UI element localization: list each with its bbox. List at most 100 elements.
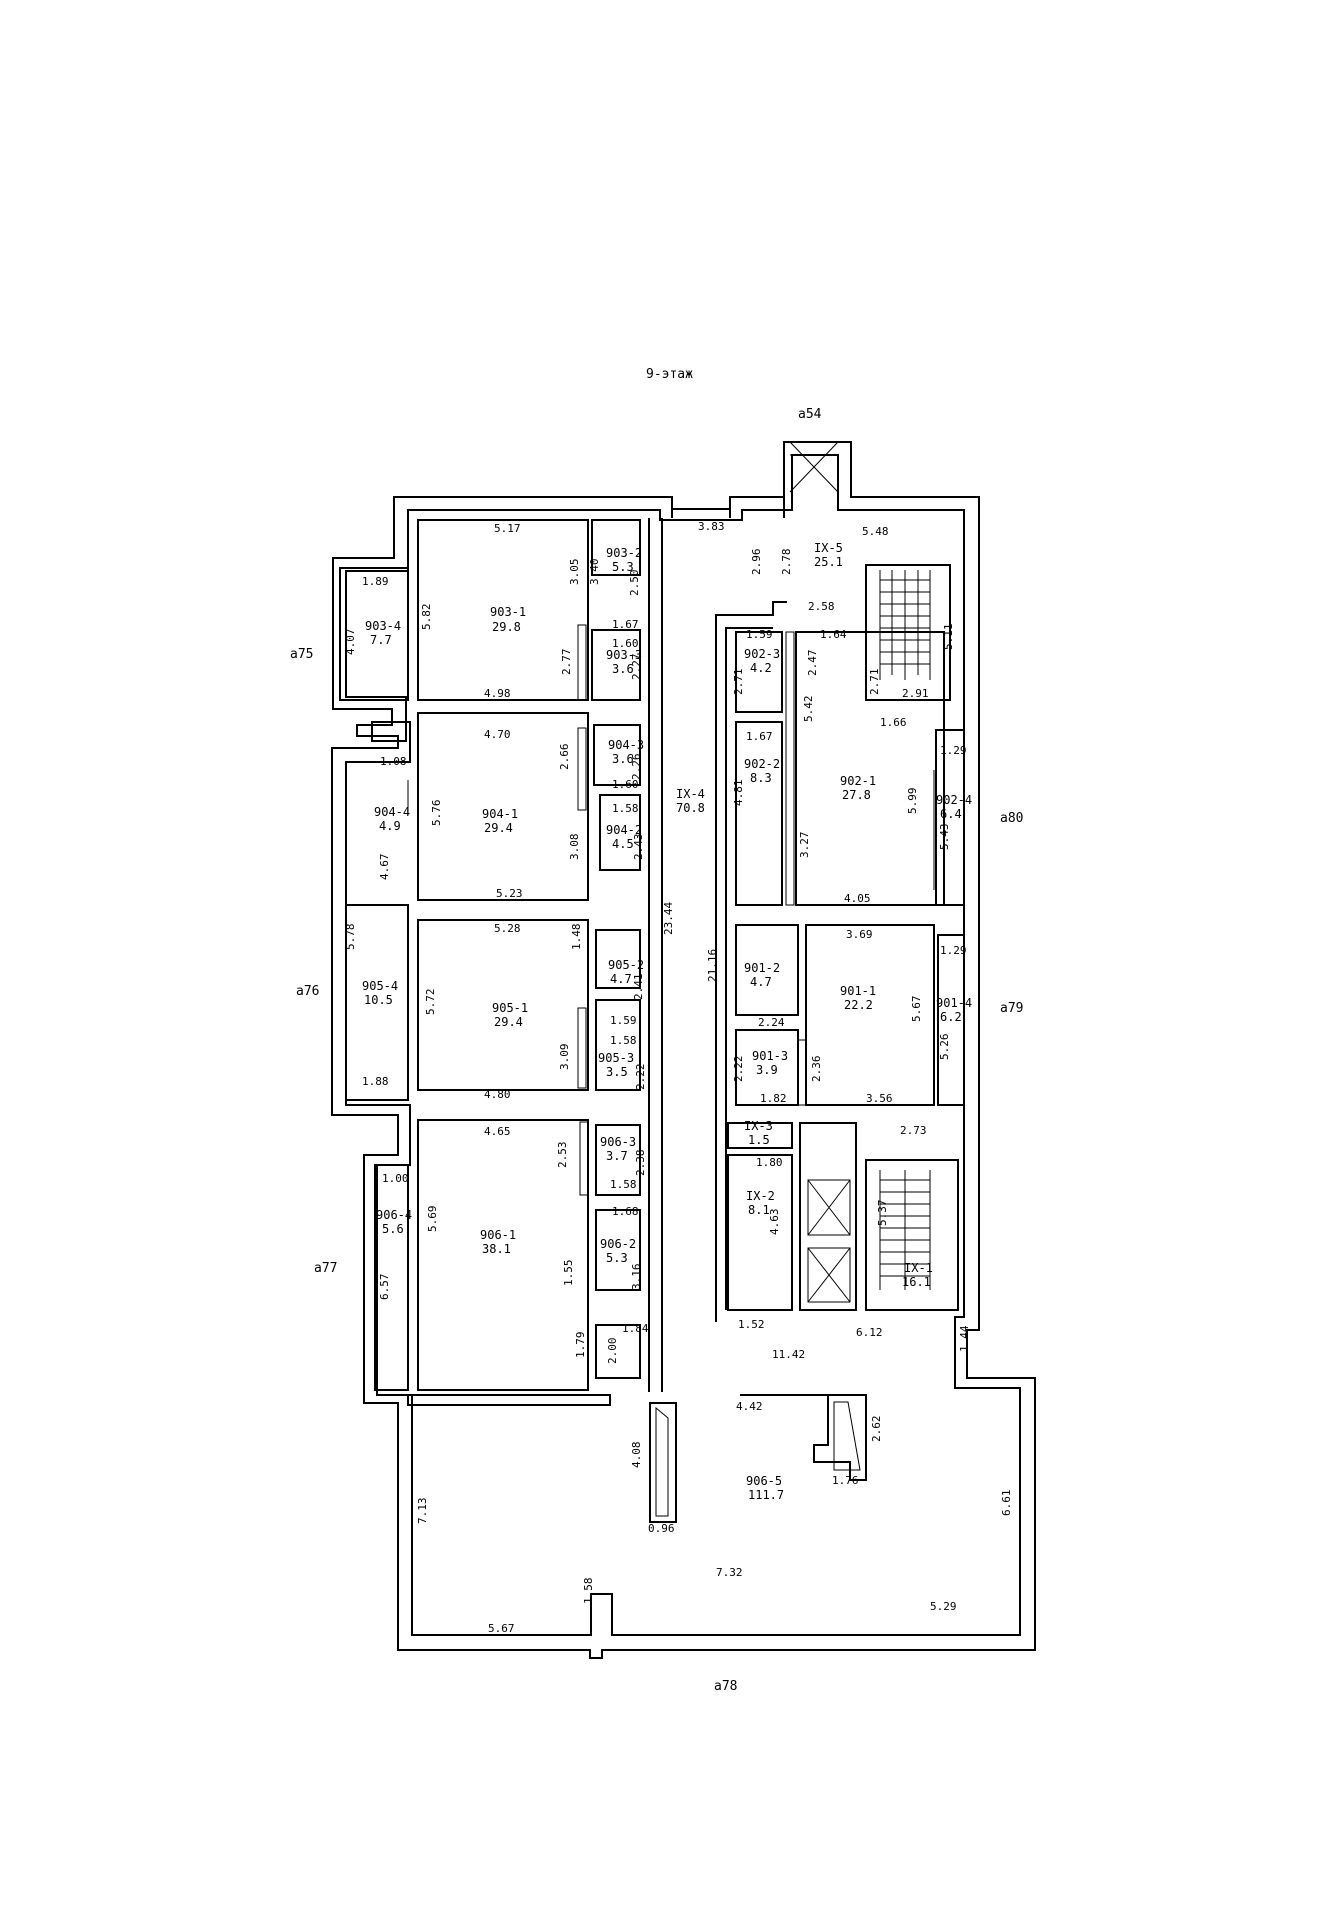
dim: 5.72: [424, 989, 437, 1016]
dim: 5.26: [938, 1034, 951, 1061]
dim: 1.60: [612, 637, 639, 650]
room-IX-5-id: IX-5: [814, 541, 843, 555]
dim: 0.96: [648, 1522, 675, 1535]
dim: 2.24: [758, 1016, 785, 1029]
dim: 23.44: [662, 902, 675, 935]
dim: 2.50: [628, 570, 641, 597]
walls: [331, 441, 1036, 1659]
dim: 5.11: [942, 624, 955, 651]
dim: 2.71: [868, 669, 881, 696]
room-906-5-id: 906-5: [746, 1474, 782, 1488]
plan-labels: 9-этаж а54 а75 а76 а77 а78 а79 а80 903-1…: [290, 367, 1023, 1694]
dim: 2.53: [556, 1142, 569, 1169]
room-902-2-id: 902-2: [744, 757, 780, 771]
room-IX-3-area: 1.5: [748, 1133, 770, 1147]
dim: 2.38: [634, 1150, 647, 1177]
dimension-labels: 5.17 3.05 3.40 2.50 1.89 4.07 5.82 2.77 …: [344, 520, 1013, 1635]
dim: 1.08: [380, 755, 407, 768]
dim: 1.58: [610, 1034, 637, 1047]
room-903-4-area: 7.7: [370, 633, 392, 647]
dim: 1.68: [612, 1205, 639, 1218]
room-906-5-area: 111.7: [748, 1488, 784, 1502]
dim: 2.36: [810, 1056, 823, 1083]
room-903-2-area: 5.3: [612, 560, 634, 574]
room-904-2-area: 4.5: [612, 837, 634, 851]
dim: 4.65: [484, 1125, 511, 1138]
dim: 3.83: [698, 520, 725, 533]
dim: 4.08: [630, 1442, 643, 1469]
dim: 5.23: [496, 887, 523, 900]
dim: 6.57: [378, 1274, 391, 1301]
dim: 2.96: [750, 549, 763, 576]
dim: 1.88: [362, 1075, 389, 1088]
room-905-3-area: 3.5: [606, 1065, 628, 1079]
room-904-2-id: 904-2: [606, 823, 642, 837]
room-905-3-id: 905-3: [598, 1051, 634, 1065]
dim: 1.79: [574, 1332, 587, 1359]
axis-label-a76: а76: [296, 984, 319, 999]
dim: 1.59: [610, 1014, 637, 1027]
dim: 1.84: [622, 1322, 649, 1335]
dim: 3.69: [846, 928, 873, 941]
dim: 1.58: [612, 802, 639, 815]
room-905-1-area: 29.4: [494, 1015, 523, 1029]
dim: 5.99: [906, 788, 919, 815]
room-901-1-area: 22.2: [844, 998, 873, 1012]
room-904-3-id: 904-3: [608, 738, 644, 752]
dim: 4.80: [484, 1088, 511, 1101]
room-901-1-id: 901-1: [840, 984, 876, 998]
dim: 1.29: [940, 744, 967, 757]
dim: 2.66: [558, 744, 571, 771]
dim: 3.27: [798, 832, 811, 859]
room-906-4-area: 5.6: [382, 1222, 404, 1236]
dim: 6.12: [856, 1326, 883, 1339]
room-905-2-area: 4.7: [610, 972, 632, 986]
dim: 1.82: [760, 1092, 787, 1105]
dim: 5.42: [802, 696, 815, 723]
dim: 1.80: [756, 1156, 783, 1169]
dim: 1.66: [880, 716, 907, 729]
dim: 5.76: [430, 800, 443, 827]
dim: 3.08: [568, 834, 581, 861]
dim: 2.00: [606, 1338, 619, 1365]
dim: 5.78: [344, 924, 357, 951]
room-906-3-id: 906-3: [600, 1135, 636, 1149]
dim: 1.89: [362, 575, 389, 588]
dim: 7.13: [416, 1498, 429, 1525]
axis-label-a77: а77: [314, 1261, 337, 1276]
room-901-4-id: 901-4: [936, 996, 972, 1010]
dim: 5.17: [494, 522, 521, 535]
dim: 5.67: [910, 996, 923, 1023]
room-903-1-area: 29.8: [492, 620, 521, 634]
room-902-4-area: 6.4: [940, 807, 962, 821]
room-901-4-area: 6.2: [940, 1010, 962, 1024]
room-906-3-area: 3.7: [606, 1149, 628, 1163]
dim: 2.77: [560, 649, 573, 676]
dim: 3.40: [588, 559, 601, 586]
room-904-4-area: 4.9: [379, 819, 401, 833]
room-906-1-id: 906-1: [480, 1228, 516, 1242]
room-902-3-area: 4.2: [750, 661, 772, 675]
dim: 3.05: [568, 559, 581, 586]
room-902-1-area: 27.8: [842, 788, 871, 802]
dim: 1.58: [610, 1178, 637, 1191]
dim: 1.58: [582, 1578, 595, 1605]
dim: 5.82: [420, 604, 433, 631]
dim: 3.56: [866, 1092, 893, 1105]
dim: 1.67: [746, 730, 773, 743]
dim: 2.71: [732, 669, 745, 696]
room-902-2-area: 8.3: [750, 771, 772, 785]
dim: 1.60: [612, 778, 639, 791]
dim: 5.29: [930, 1600, 957, 1613]
dim: 1.48: [570, 924, 583, 951]
floor-title: 9-этаж: [646, 367, 693, 382]
dim: 2.58: [808, 600, 835, 613]
room-904-3-area: 3.6: [612, 752, 634, 766]
room-903-3-id: 903-3: [606, 648, 642, 662]
room-901-2-id: 901-2: [744, 961, 780, 975]
dim: 4.70: [484, 728, 511, 741]
room-905-4-area: 10.5: [364, 993, 393, 1007]
axis-label-a75: а75: [290, 647, 313, 662]
dim: 5.43: [938, 824, 951, 851]
dim: 1.00: [382, 1172, 409, 1185]
